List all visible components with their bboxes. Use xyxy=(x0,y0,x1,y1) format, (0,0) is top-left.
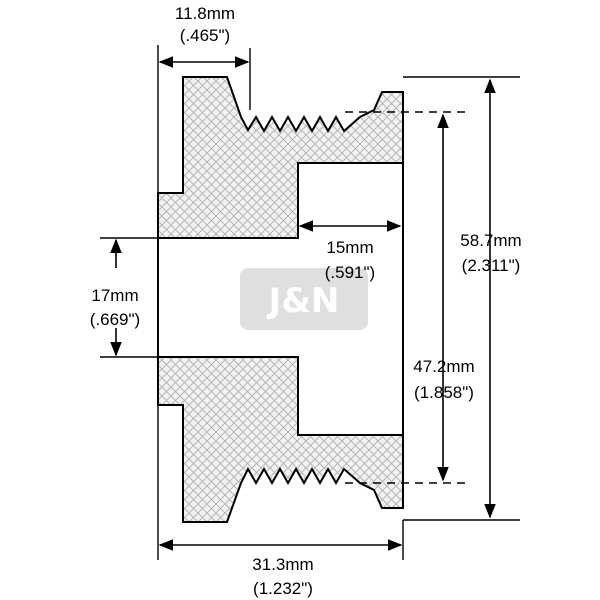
inner-bore-mm: 15mm xyxy=(326,238,373,257)
shaft-bore-inch: (.669") xyxy=(90,310,140,329)
groove-diameter-inch: (1.858") xyxy=(414,383,474,402)
watermark-text: J&N xyxy=(267,281,340,321)
groove-width-inch: (.465") xyxy=(180,26,230,45)
pulley-section-top xyxy=(157,76,404,239)
groove-diameter-mm: 47.2mm xyxy=(413,357,474,376)
overall-length-mm: 31.3mm xyxy=(252,555,313,574)
pulley-section-bottom xyxy=(157,356,404,523)
outer-diameter-mm: 58.7mm xyxy=(460,231,521,250)
overall-length-inch: (1.232") xyxy=(253,579,313,598)
watermark-logo: J&N xyxy=(240,268,368,330)
inner-bore-inch: (.591") xyxy=(325,263,375,282)
outer-diameter-inch: (2.311") xyxy=(462,256,521,275)
groove-width-mm: 11.8mm xyxy=(175,4,235,23)
shaft-bore-mm: 17mm xyxy=(91,286,138,305)
